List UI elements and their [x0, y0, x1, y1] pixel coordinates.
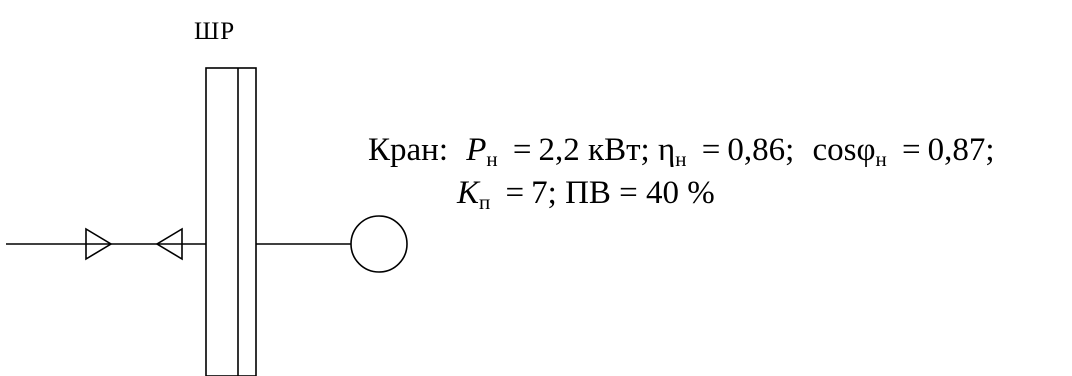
- cos-function: cos: [812, 132, 857, 168]
- cos-value: 0,87;: [927, 132, 995, 168]
- crane-motor-symbol: [350, 215, 408, 273]
- phi-subscript: н: [875, 147, 887, 171]
- efficiency-symbol: η: [657, 132, 676, 168]
- cos-equals: =: [902, 132, 921, 168]
- power-unit: кВт;: [588, 132, 650, 168]
- duty-cycle-symbol: ПВ: [565, 175, 611, 211]
- phi-symbol: φ: [856, 132, 876, 168]
- start-ratio-value: 7;: [531, 175, 557, 211]
- duty-cycle-value: 40 %: [646, 175, 715, 211]
- distribution-cabinet: [205, 67, 257, 376]
- start-ratio-equals: =: [505, 175, 525, 211]
- efficiency-value: 0,86;: [727, 132, 795, 168]
- fuse-triangle-right: [85, 227, 113, 261]
- crane-spec-line-1: Кран: Pн =2,2 кВт; ηн =0,86; cosφн =0,87…: [368, 131, 995, 178]
- crane-spec-line-2: Kп =7; ПВ = 40 %: [457, 174, 715, 221]
- power-value: 2,2: [538, 132, 580, 168]
- fuse-triangle-left: [155, 227, 183, 261]
- start-ratio-symbol: K: [457, 175, 480, 211]
- efficiency-equals: =: [701, 132, 721, 168]
- panel-label: ШР: [194, 18, 236, 45]
- efficiency-subscript: н: [675, 147, 687, 171]
- spec-prefix: Кран:: [368, 132, 448, 168]
- power-symbol: P: [466, 132, 487, 168]
- power-subscript: н: [486, 147, 498, 171]
- power-equals: =: [512, 132, 532, 168]
- start-ratio-subscript: п: [479, 190, 491, 214]
- duty-cycle-equals: =: [619, 175, 638, 211]
